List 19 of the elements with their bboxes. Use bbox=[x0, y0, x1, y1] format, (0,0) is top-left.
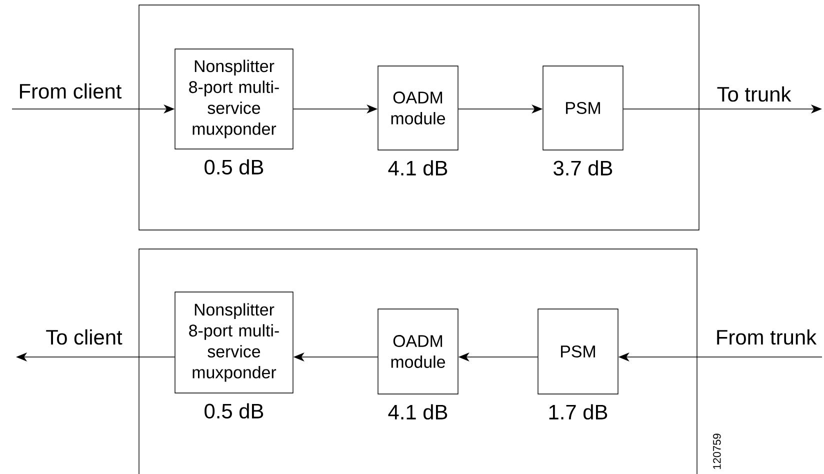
module-box: PSM bbox=[538, 308, 618, 394]
edge-label: From client bbox=[17, 82, 123, 100]
loss-label: 1.7 dB bbox=[549, 404, 608, 420]
module-box: Nonsplitter 8-port multi-service muxponder bbox=[174, 48, 294, 150]
figure-number: 120759 bbox=[713, 434, 721, 469]
loss-label: 0.5 dB bbox=[204, 159, 264, 175]
edge-label: From trunk bbox=[714, 328, 818, 346]
loss-label: 3.7 dB bbox=[554, 160, 612, 176]
module-box: OADM module bbox=[378, 66, 458, 150]
module-box: OADM module bbox=[378, 308, 458, 394]
edge-label: To client bbox=[44, 328, 124, 346]
loss-label: 0.5 dB bbox=[204, 403, 264, 419]
edge-label: To trunk bbox=[716, 85, 792, 103]
loss-label: 4.1 dB bbox=[388, 404, 448, 420]
panel-frame bbox=[138, 248, 698, 474]
loss-label: 4.1 dB bbox=[388, 160, 448, 176]
module-box: Nonsplitter 8-port multi-service muxponder bbox=[174, 292, 294, 394]
module-box: PSM bbox=[542, 66, 624, 150]
panel-frame bbox=[138, 4, 700, 230]
